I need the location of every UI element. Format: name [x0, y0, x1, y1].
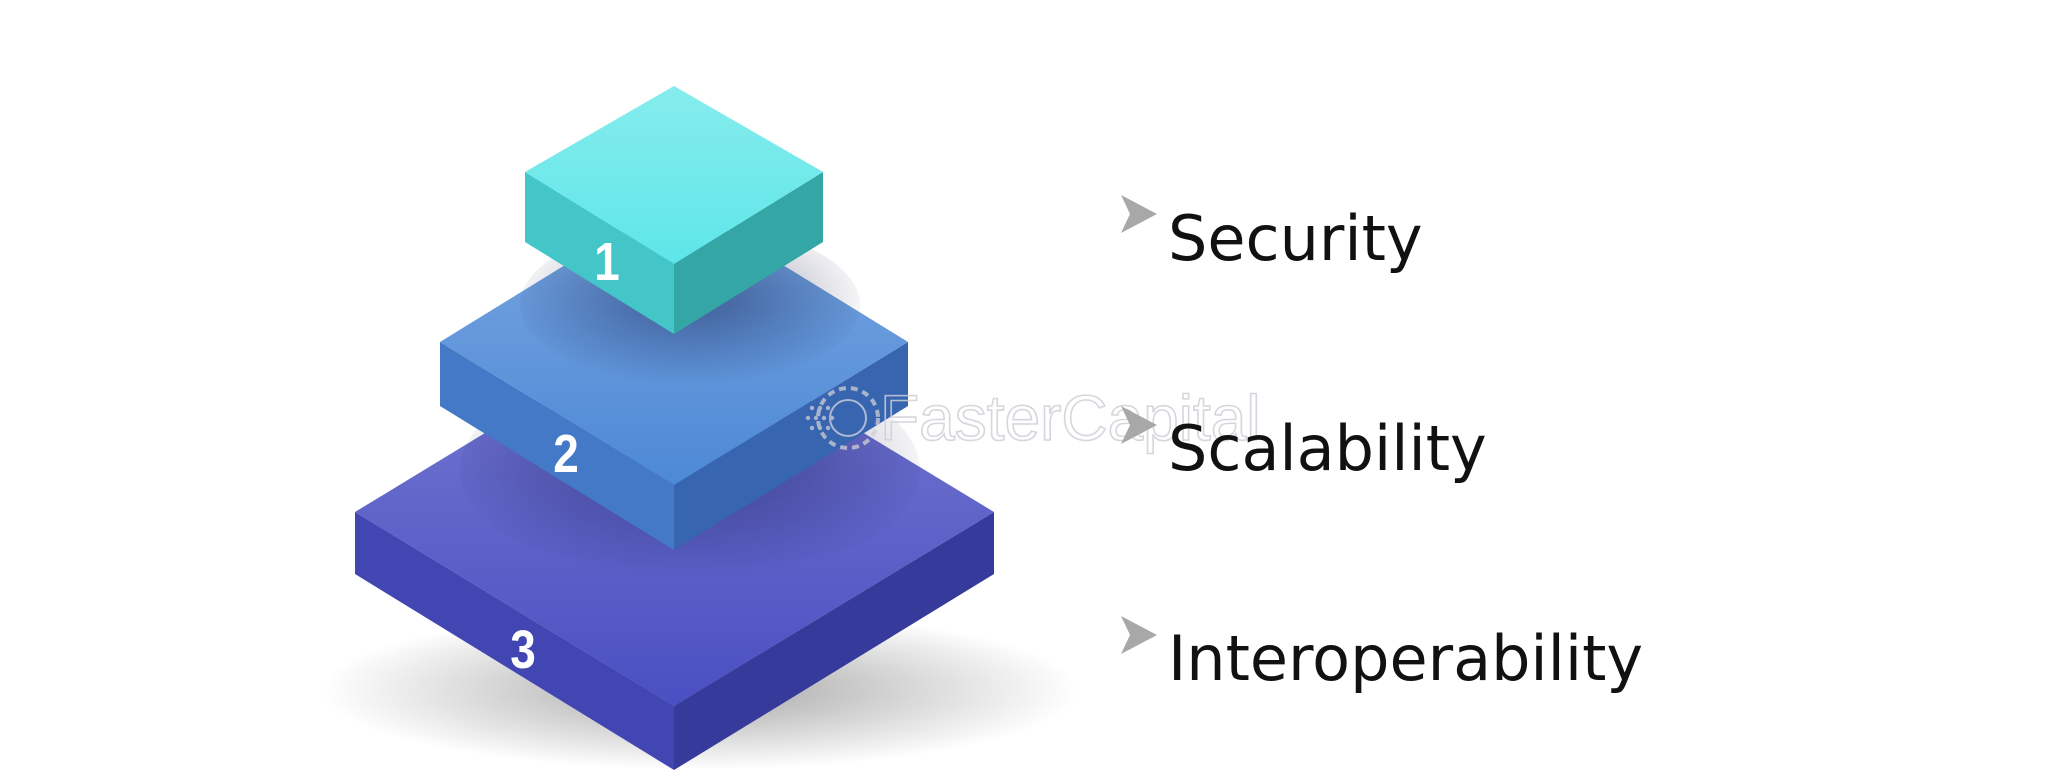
tier-3-left-face [355, 512, 674, 770]
tier-1-block: 1 [525, 86, 823, 334]
chevron-arrow-icon [1121, 195, 1157, 233]
watermark-brand-text: FasterCapital [880, 382, 1261, 454]
tier-3-label: Interoperability [1168, 622, 1644, 695]
tier-2-right-face [674, 342, 908, 550]
fastercapital-logo-icon [805, 386, 880, 450]
tier-1-right-face [674, 172, 823, 334]
tier-2-number: 2 [553, 424, 579, 484]
tier-3-right-face [674, 512, 994, 770]
tier-3-number: 3 [510, 620, 536, 680]
tier-1-number: 1 [594, 232, 620, 292]
tier-2-left-face [440, 342, 674, 550]
tier-1-top-highlight [525, 86, 823, 264]
tier-1-left-face [525, 172, 674, 334]
chevron-arrow-icon [1121, 406, 1157, 444]
tier-2-label: Scalability [1168, 412, 1487, 485]
tier-1-label: Security [1168, 202, 1423, 275]
chevron-arrow-icon [1121, 616, 1157, 654]
